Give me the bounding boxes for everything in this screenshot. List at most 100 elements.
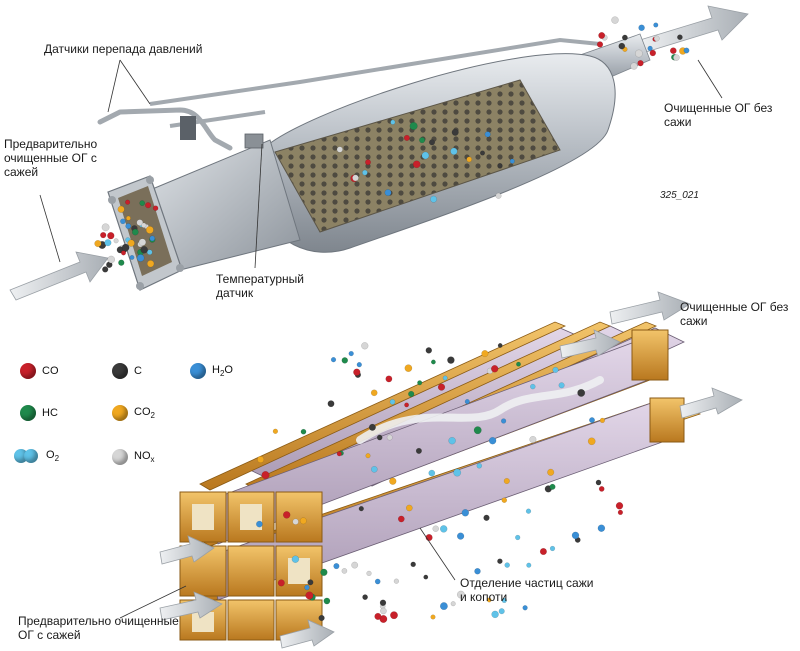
particle (272, 428, 279, 434)
temperature-sensor-body (244, 133, 264, 149)
label-pre-cleaned-top: Предварительно очищенные ОГ с сажей (4, 137, 97, 179)
particle (430, 359, 436, 365)
particle (451, 128, 459, 136)
particle (358, 506, 364, 512)
particle (362, 594, 368, 600)
particle (596, 41, 604, 48)
particle (365, 453, 371, 459)
particle (318, 614, 325, 622)
particle (361, 342, 369, 350)
label-pre-cleaned-bottom-line2: ОГ с сажей (18, 628, 81, 642)
particle (419, 137, 426, 144)
particle (497, 558, 503, 564)
particle (501, 497, 507, 503)
particle (464, 399, 470, 405)
legend-label-o2: O2 (46, 449, 60, 464)
label-soot-separation-line2: и копоти (460, 590, 508, 604)
particle (577, 388, 586, 397)
particle (149, 235, 156, 242)
particle (404, 402, 409, 408)
particle (539, 548, 547, 556)
particle (390, 119, 396, 125)
particle (389, 477, 397, 485)
particle (405, 504, 413, 512)
flow-swoosh (356, 376, 604, 444)
particle (442, 375, 448, 381)
particle (366, 570, 372, 577)
particle (683, 47, 690, 54)
leader-lines-top (39, 59, 723, 269)
particle (101, 223, 110, 232)
label-clean-exhaust-top-line2: сажи (664, 115, 692, 129)
particle (386, 434, 393, 441)
particle (365, 159, 371, 166)
particle (618, 42, 626, 50)
particle (673, 54, 680, 61)
particle (117, 205, 125, 213)
label-clean-exhaust-mid-line1: Очищенные ОГ без (680, 300, 789, 314)
particle (292, 518, 299, 525)
label-clean-exhaust-mid-line2: сажи (680, 314, 708, 328)
legend-item-co2: CO2 (112, 405, 155, 421)
green-sphere-icon (20, 405, 36, 421)
outlet-arrows-bottom (559, 291, 743, 419)
particle (330, 357, 337, 363)
particle (653, 35, 660, 42)
label-pre-cleaned-bottom: Предварительно очищенные ОГ с сажей (18, 614, 179, 642)
label-pre-cleaned-bottom-line1: Предварительно очищенные (18, 614, 179, 628)
legend-label-hc: HC (42, 407, 58, 419)
particle (136, 254, 145, 262)
particle (558, 382, 565, 389)
filter-assembly-top (9, 5, 749, 301)
label-temperature-sensor: Температурный датчик (216, 272, 304, 300)
particle (611, 16, 619, 24)
particle (440, 525, 448, 533)
particle (495, 192, 502, 199)
particle (120, 250, 126, 256)
particle (526, 562, 532, 568)
legend-item-co: CO (20, 363, 59, 379)
particle (549, 545, 556, 552)
legend-item-hc: HC (20, 405, 58, 421)
particle (380, 607, 387, 615)
particle (587, 437, 596, 446)
particle (125, 199, 131, 205)
particle (147, 260, 155, 268)
pressure-sensor-pipes (97, 107, 233, 151)
label-soot-separation: Отделение частиц сажи и копоти (460, 576, 593, 604)
particle (140, 246, 148, 254)
particle (450, 147, 458, 155)
particle (515, 534, 521, 541)
particle (635, 49, 643, 58)
particle (474, 568, 481, 575)
particle (256, 520, 263, 528)
particle (389, 399, 396, 405)
legend-item-o2: O2 (14, 449, 59, 463)
legend-item-nox: NOx (112, 449, 155, 465)
particle (113, 238, 119, 244)
particle (304, 584, 310, 591)
label-pressure-sensors: Датчики перепада давлений (44, 42, 203, 56)
particle (127, 239, 135, 247)
particle (457, 532, 465, 540)
particle (522, 605, 528, 611)
particle (428, 469, 436, 477)
particle (336, 451, 342, 457)
double-cyan-sphere-icon (14, 449, 38, 464)
particle (145, 202, 152, 209)
particle (516, 361, 521, 367)
particle (341, 357, 348, 364)
particle (145, 225, 154, 234)
particle (473, 426, 482, 435)
particle (653, 22, 659, 28)
particle (597, 524, 606, 532)
particle (615, 502, 624, 510)
particle (374, 612, 382, 620)
legend-item-h2o: H2O (190, 363, 233, 379)
particle (429, 139, 436, 146)
particle (637, 60, 644, 67)
black-sphere-icon (112, 363, 128, 379)
legend-label-co: CO (42, 365, 59, 377)
leader-lines-bottom (119, 527, 456, 619)
particle (647, 45, 653, 52)
